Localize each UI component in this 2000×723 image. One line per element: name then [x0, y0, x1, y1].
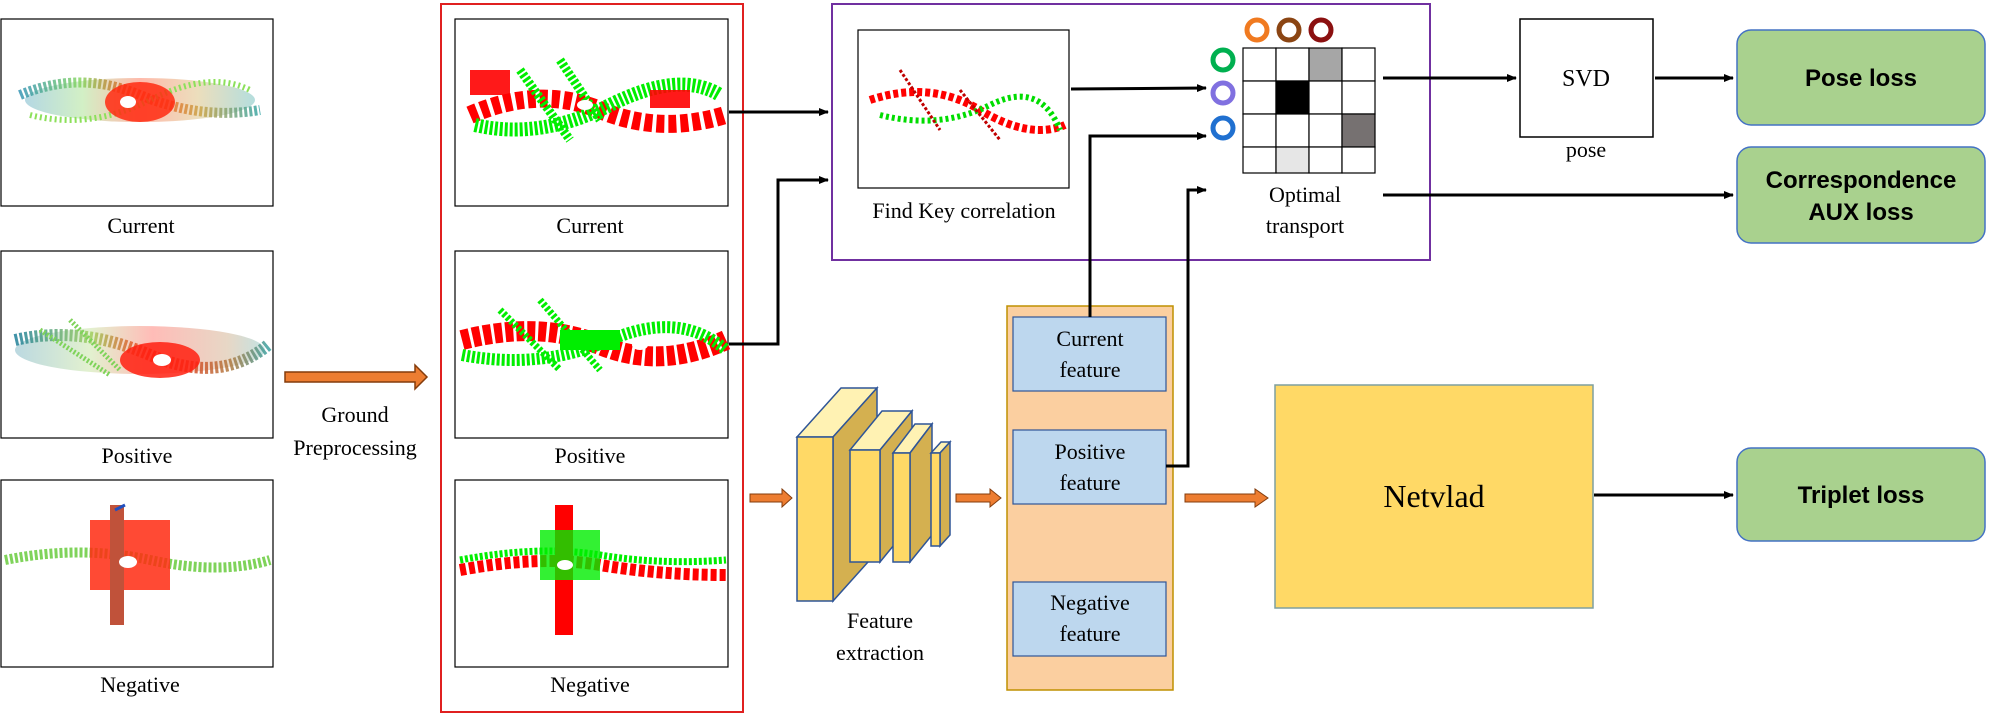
ot-ring-brown-icon — [1276, 17, 1302, 43]
ot-label-1: Optimal — [1269, 182, 1341, 207]
ot-ring-green-icon — [1210, 47, 1236, 73]
to-netvlad-arrow — [1184, 488, 1269, 508]
current-feature-label-1: Current — [1056, 326, 1123, 351]
correspondence-loss-box — [1736, 146, 1986, 244]
pose-loss-box — [1736, 29, 1986, 126]
extraction-label-2: extraction — [836, 640, 924, 665]
cnn-block-icon — [795, 386, 952, 603]
key-correlation-scan — [857, 29, 1070, 189]
current-feature-box — [1012, 316, 1167, 392]
ot-label-2: transport — [1266, 213, 1344, 238]
correspondence-loss-label-1: Correspondence — [1766, 167, 1957, 194]
pose-label: pose — [1566, 137, 1606, 162]
to-cnn-arrow — [749, 487, 793, 509]
pre-negative-scan — [454, 479, 729, 668]
raw-positive-scan — [0, 250, 274, 439]
correlation-to-ot-arrow — [1070, 84, 1207, 93]
pre-positive-scan — [454, 250, 731, 439]
current-feature-to-ot-arrow — [1088, 132, 1207, 317]
negative-feature-label-1: Negative — [1050, 590, 1129, 615]
find-key-label: Find Key correlation — [872, 198, 1055, 223]
pre-positive-label: Positive — [555, 443, 626, 468]
svd-box — [1519, 18, 1654, 138]
pre-negative-label: Negative — [550, 672, 629, 697]
positive-feature-box — [1012, 429, 1167, 505]
preprocess-label-2: Preprocessing — [293, 435, 416, 460]
correspondence-loss-label-2: AUX loss — [1808, 199, 1913, 226]
ot-ring-orange-icon — [1244, 17, 1270, 43]
preprocess-arrow — [284, 363, 429, 391]
ot-ring-darkred-icon — [1308, 17, 1334, 43]
triplet-loss-box — [1736, 447, 1986, 542]
preprocess-label-1: Ground — [321, 402, 388, 427]
positive-to-correlation-arrow — [729, 176, 829, 346]
ot-ring-purple-icon — [1210, 80, 1236, 106]
raw-current-label: Current — [107, 213, 174, 238]
raw-negative-label: Negative — [100, 672, 179, 697]
ot-matrix — [1242, 47, 1376, 174]
netvlad-box — [1274, 384, 1594, 609]
negative-feature-box — [1012, 581, 1167, 657]
to-features-arrow — [955, 487, 1002, 509]
pre-current-scan — [454, 18, 729, 207]
netvlad-label: Netvlad — [1383, 478, 1484, 514]
negative-feature-label-2: feature — [1059, 621, 1120, 646]
correlation-group-box — [831, 3, 1431, 261]
raw-current-scan — [0, 18, 274, 207]
preprocessed-group-box — [440, 3, 744, 713]
pose-loss-label: Pose loss — [1805, 65, 1917, 92]
positive-feature-label-2: feature — [1059, 470, 1120, 495]
raw-negative-scan — [0, 479, 274, 668]
triplet-loss-label: Triplet loss — [1798, 482, 1925, 509]
current-feature-label-2: feature — [1059, 357, 1120, 382]
pre-current-label: Current — [556, 213, 623, 238]
positive-feature-label-1: Positive — [1055, 439, 1126, 464]
ot-ring-blue-icon — [1210, 115, 1236, 141]
raw-positive-label: Positive — [102, 443, 173, 468]
extraction-label-1: Feature — [847, 608, 913, 633]
svd-label: SVD — [1562, 66, 1610, 92]
positive-feature-to-ot-arrow — [1166, 186, 1207, 468]
